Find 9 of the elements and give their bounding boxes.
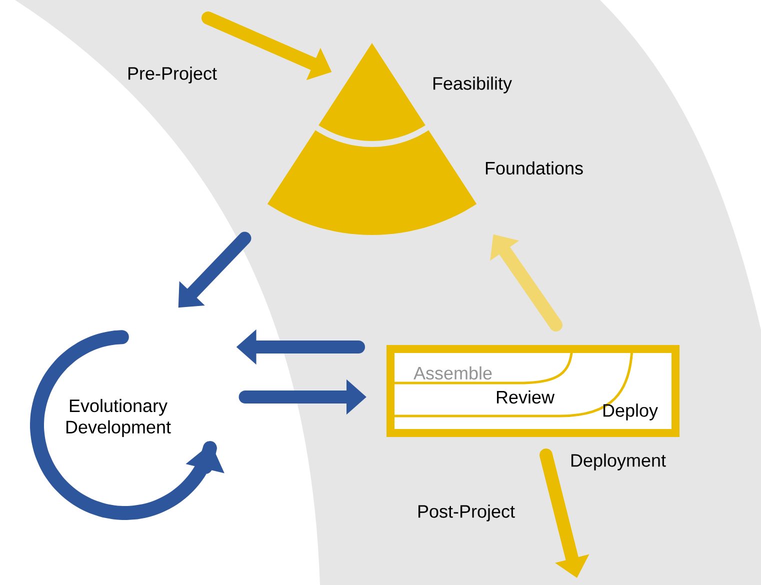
edge-label: Post-Project: [418, 504, 515, 522]
step-label: Review: [496, 390, 555, 404]
phase-label: Feasibility: [433, 76, 512, 94]
phase-label: Foundations: [486, 161, 583, 175]
edge-label: Pre-Project: [128, 66, 217, 84]
step-label: Assemble: [414, 366, 492, 380]
phase-label: Evolutionary Development: [66, 398, 171, 438]
phase-label: Deployment: [571, 454, 666, 470]
step-label: Deploy: [603, 404, 658, 420]
